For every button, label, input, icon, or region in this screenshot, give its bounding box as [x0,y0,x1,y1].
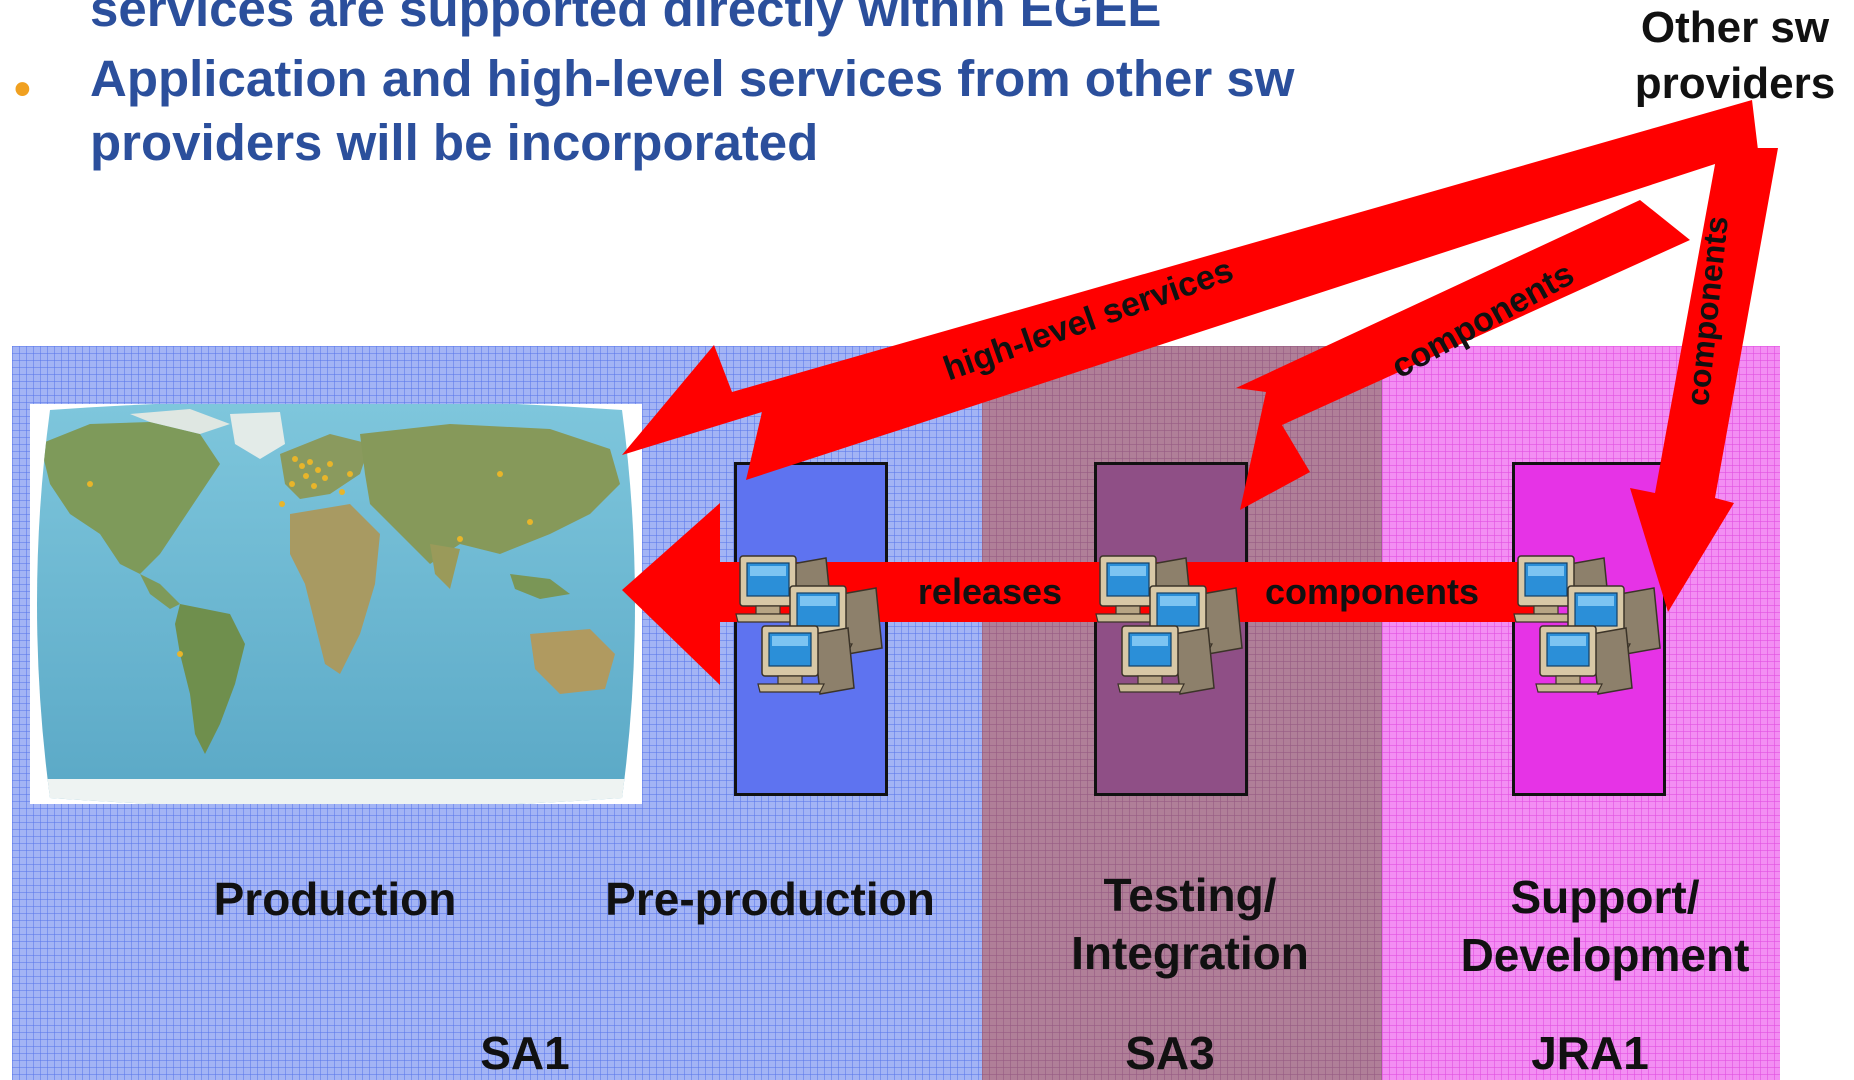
other-sw-providers-label: Other sw providers [1620,0,1850,112]
computer-icon [1563,585,1661,655]
bullet-text-line2: providers will be incorporated [90,114,819,171]
sa1-label: SA1 [480,1027,570,1079]
other-providers-line2: providers [1634,59,1836,108]
testing-label-line1: Testing/ [1103,869,1277,921]
preproduction-label: Pre-production [605,873,935,925]
sa3-label: SA3 [1125,1027,1215,1079]
world-map-image [30,404,642,804]
horizontal-flow-arrow [622,503,1545,685]
high-level-services-arrow [622,100,1758,480]
computer-cluster-icon [1513,555,1661,695]
bullet-text-line1: Application and high-level services from… [90,50,1295,107]
testing-label-line2: Integration [1071,927,1309,979]
computer-cluster-icon [1095,555,1243,695]
bullet-text-partial: services are supported directly within E… [90,0,1162,37]
bullet-marker-icon: • [14,63,31,116]
components-horizontal-label: components [1265,571,1479,612]
computer-icon [757,625,855,695]
computer-cluster-icon [735,555,883,695]
computer-icon [1117,625,1215,695]
releases-label: releases [918,571,1062,612]
components-vertical-arrow [1630,148,1778,612]
computer-icon [1535,625,1633,695]
production-label: Production [213,873,457,925]
support-label-line2: Development [1460,929,1750,981]
support-development-label: Support/ Development [1440,868,1770,984]
support-label-line1: Support/ [1510,871,1700,923]
other-providers-line1: Other sw [1640,3,1830,52]
testing-integration-label: Testing/ Integration [1040,866,1340,982]
components-diagonal-arrow [1236,200,1690,510]
jra1-label: JRA1 [1531,1027,1649,1079]
